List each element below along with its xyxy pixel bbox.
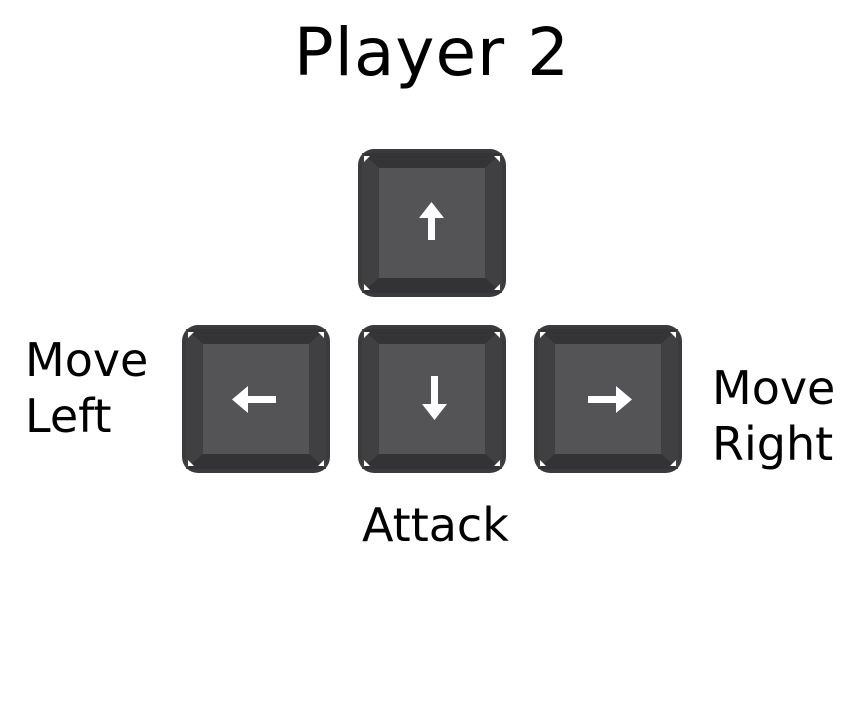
move-left-label-line1: Move [25,333,149,387]
arrow-up-icon [419,202,444,240]
move-left-label: Move Left [25,332,148,444]
key-left[interactable] [181,324,331,474]
key-right[interactable] [533,324,683,474]
move-left-label-line2: Left [25,389,112,443]
move-right-label: Move Right [712,360,835,472]
attack-label: Attack [362,498,509,552]
arrow-left-icon [232,386,276,413]
move-right-label-line2: Right [712,417,834,471]
move-right-label-line1: Move [712,361,836,415]
key-up[interactable] [357,148,507,298]
arrow-down-icon [422,376,447,420]
key-down[interactable] [357,324,507,474]
arrow-right-icon [588,386,632,413]
player-title: Player 2 [293,14,571,91]
